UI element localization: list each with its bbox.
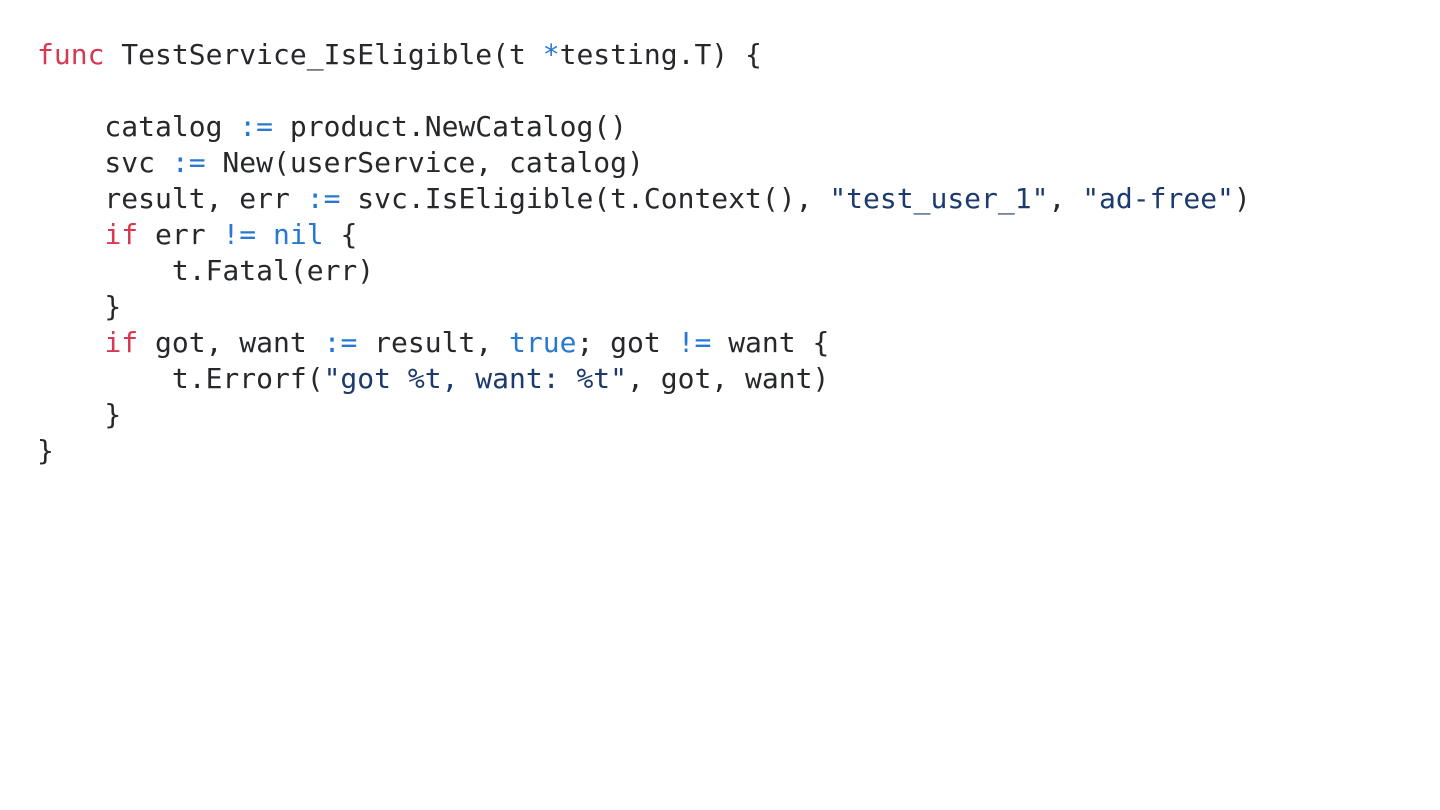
code-line: t.Errorf("got %t, want: %t", got, want) <box>37 361 1440 397</box>
code-token-default <box>256 218 273 251</box>
code-line: if got, want := result, true; got != wan… <box>37 325 1440 361</box>
code-token-builtin: * <box>542 38 560 71</box>
code-line: } <box>37 289 1440 325</box>
code-token-default <box>37 218 104 251</box>
code-line: } <box>37 433 1440 469</box>
code-token-default <box>37 326 104 359</box>
code-token-default: result, <box>357 326 510 359</box>
code-line: func TestService_IsEligible(t *testing.T… <box>37 37 1440 73</box>
code-line <box>37 73 1440 109</box>
code-token-string: "ad-free" <box>1082 182 1234 215</box>
code-token-default: want { <box>711 326 830 359</box>
code-token-default: svc <box>37 146 172 179</box>
code-token-keyword: func <box>37 38 105 71</box>
code-token-builtin: := <box>171 146 206 179</box>
code-token-default: TestService_IsEligible(t <box>104 38 543 71</box>
code-token-builtin: != <box>222 218 257 251</box>
code-token-builtin: := <box>306 182 341 215</box>
code-token-default: product.NewCatalog() <box>273 110 628 143</box>
code-token-default: , <box>1048 182 1083 215</box>
code-block: func TestService_IsEligible(t *testing.T… <box>37 37 1440 469</box>
code-token-default: } <box>37 290 122 323</box>
code-token-builtin: true <box>509 326 577 359</box>
code-token-default: , got, want) <box>627 362 830 395</box>
code-token-builtin: != <box>677 326 712 359</box>
code-token-default: { <box>323 218 358 251</box>
code-token-default: result, err <box>37 182 307 215</box>
code-token-builtin: := <box>239 110 274 143</box>
code-token-string: "got %t, want: %t" <box>323 362 628 395</box>
code-line: svc := New(userService, catalog) <box>37 145 1440 181</box>
code-token-default: catalog <box>37 110 240 143</box>
code-token-keyword: if <box>104 218 139 251</box>
code-token-default: } <box>37 398 122 431</box>
code-line: t.Fatal(err) <box>37 253 1440 289</box>
code-token-default: got, want <box>138 326 324 359</box>
code-token-default: testing.T) { <box>559 38 762 71</box>
code-token-string: "test_user_1" <box>829 182 1049 215</box>
code-token-builtin: := <box>323 326 358 359</box>
code-token-default: t.Fatal(err) <box>37 254 375 287</box>
code-token-builtin: nil <box>273 218 324 251</box>
code-token-default: } <box>37 434 54 467</box>
code-line: result, err := svc.IsEligible(t.Context(… <box>37 181 1440 217</box>
code-line: catalog := product.NewCatalog() <box>37 109 1440 145</box>
code-line: } <box>37 397 1440 433</box>
code-token-default: err <box>138 218 223 251</box>
code-token-default: svc.IsEligible(t.Context(), <box>340 182 830 215</box>
code-line: if err != nil { <box>37 217 1440 253</box>
code-token-keyword: if <box>104 326 139 359</box>
code-token-default: ; got <box>576 326 678 359</box>
code-token-default: New(userService, catalog) <box>205 146 644 179</box>
code-token-default: t.Errorf( <box>37 362 324 395</box>
code-token-default: ) <box>1233 182 1251 215</box>
